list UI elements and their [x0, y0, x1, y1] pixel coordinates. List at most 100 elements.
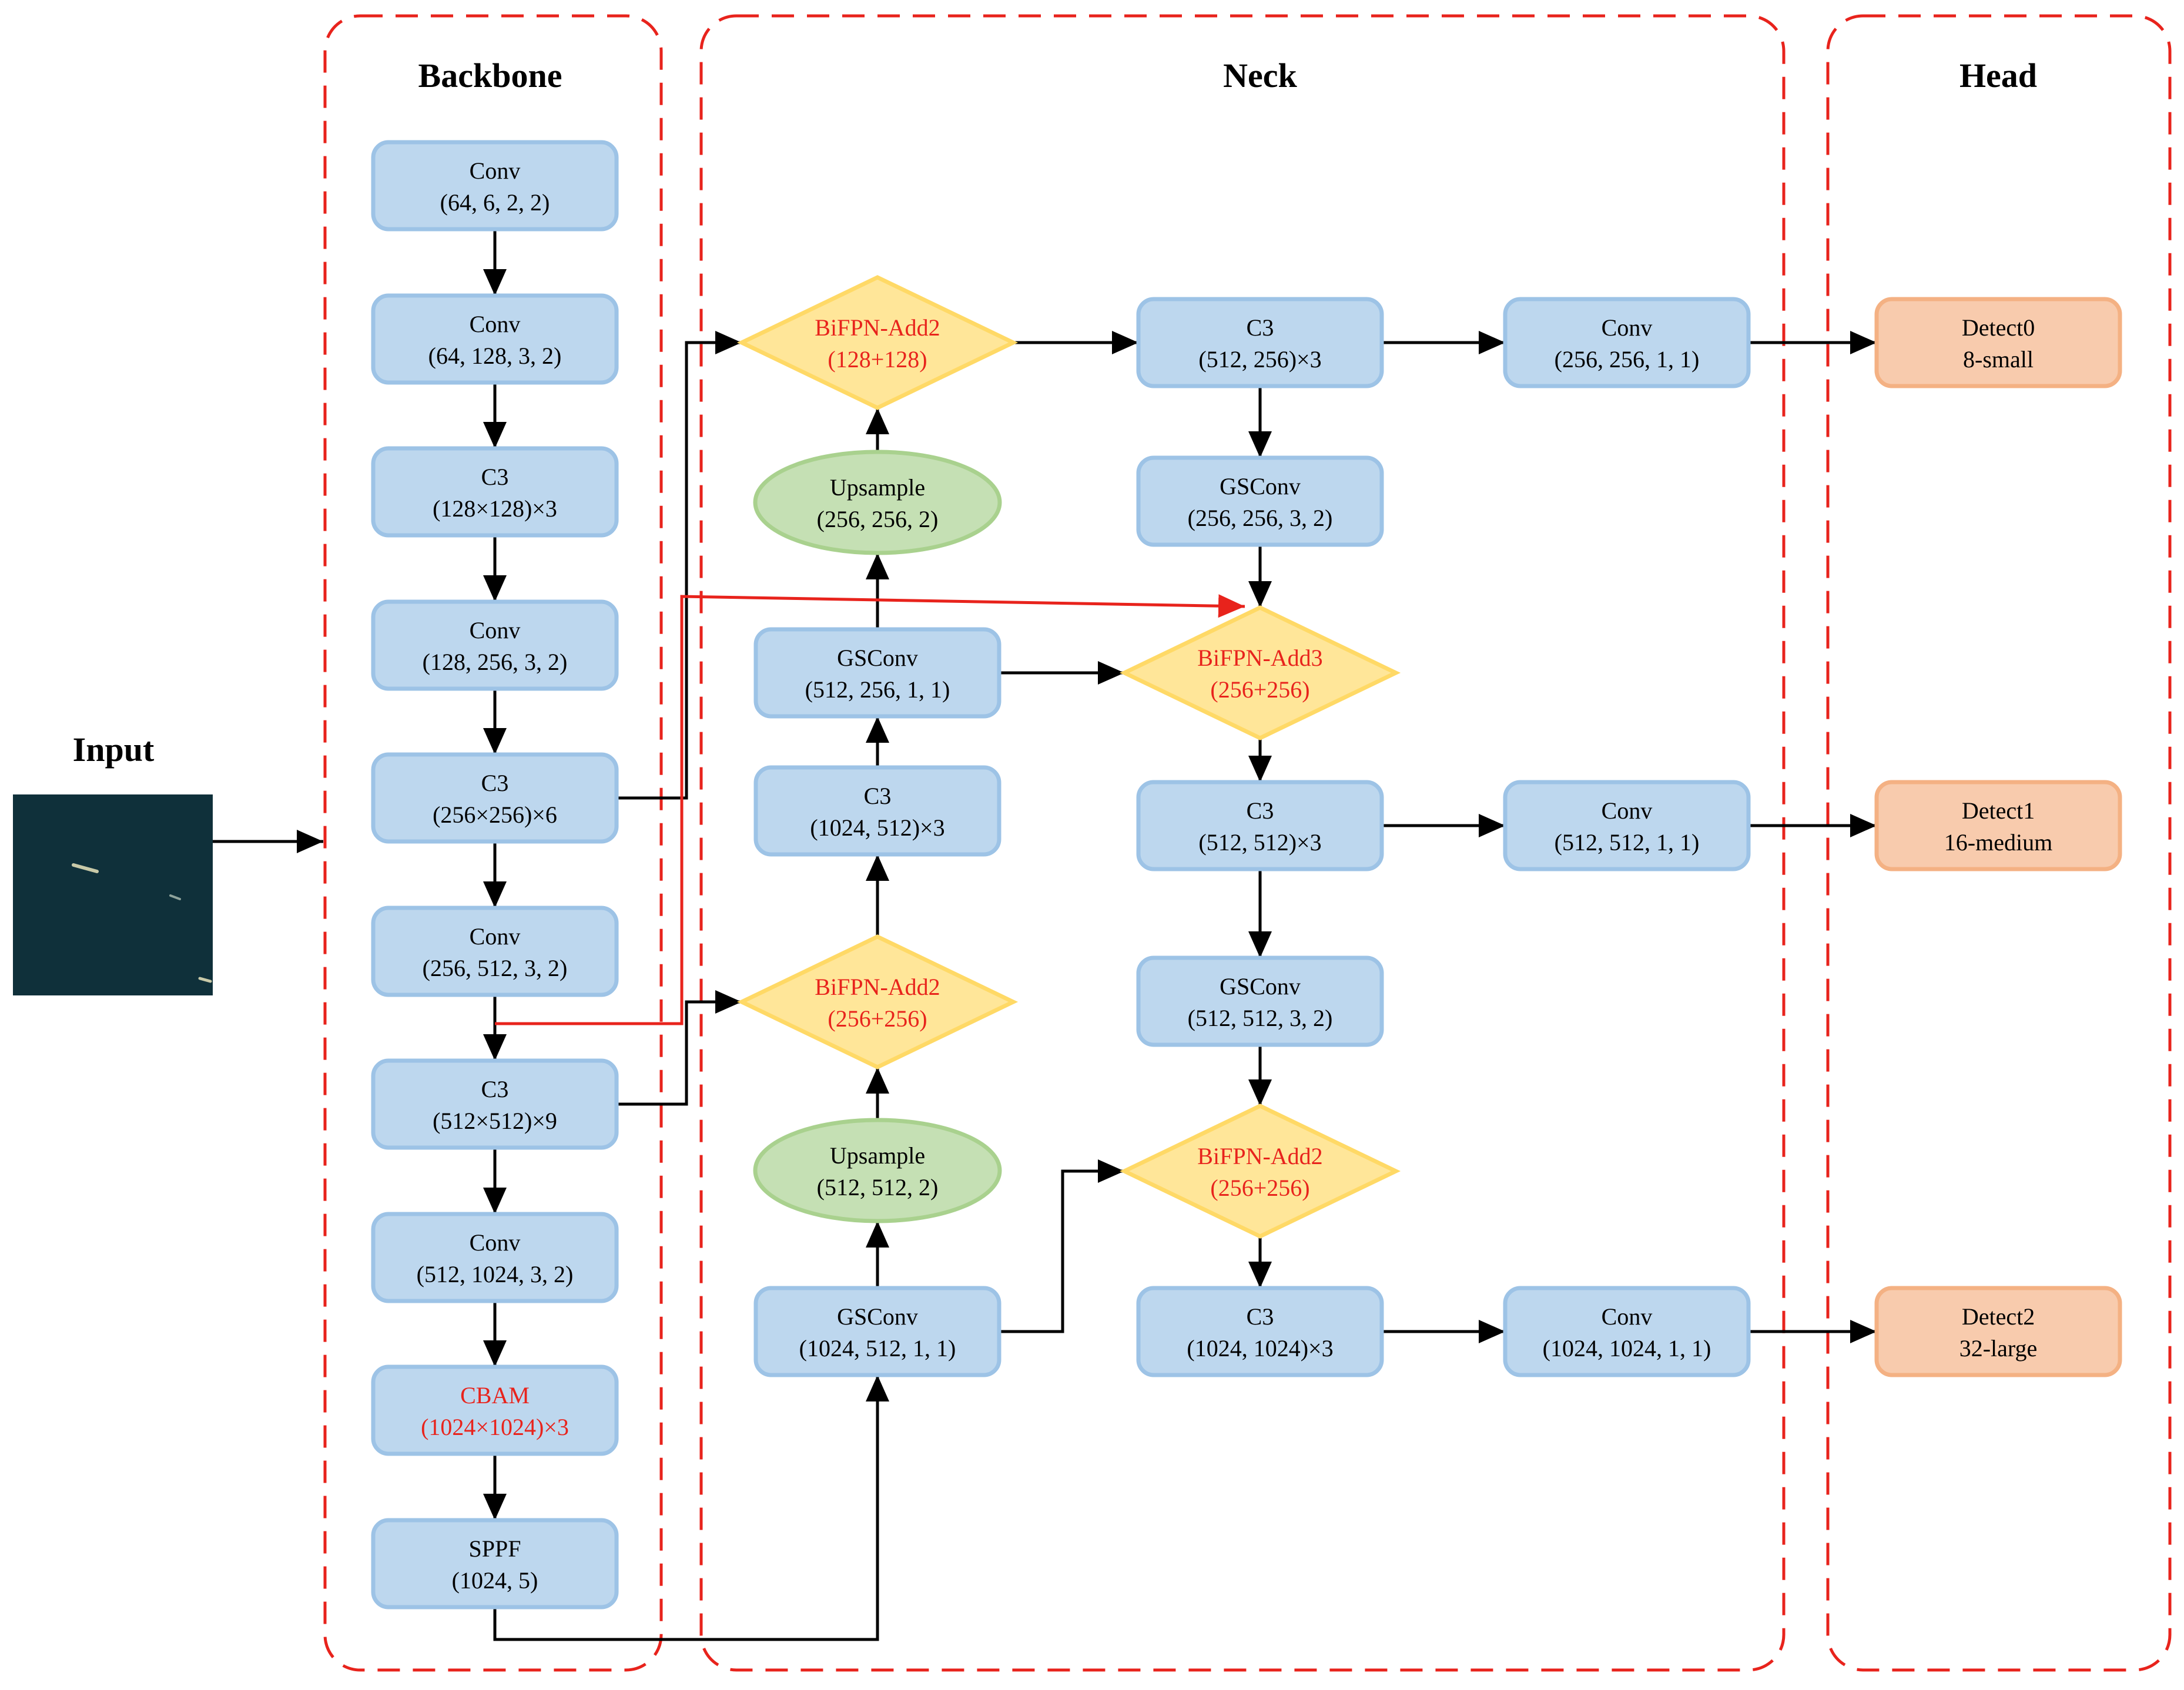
- node-box: [1874, 297, 2122, 388]
- node-h1: Detect1 16-medium: [1874, 780, 2122, 871]
- node-box: [371, 446, 619, 538]
- backbone-frame: [323, 14, 663, 1672]
- edge-c3-256-to-bifpn-top: [617, 331, 742, 800]
- node-params: (512, 512, 1, 1): [1555, 829, 1700, 856]
- node-name: GSConv: [837, 645, 918, 671]
- node-n-up2: Upsample(512, 512, 2): [753, 1118, 1002, 1223]
- node-name: Detect1: [1962, 797, 2035, 824]
- node-box: [1136, 1286, 1384, 1377]
- node-diamond: [1119, 1104, 1401, 1239]
- node-name: GSConv: [1220, 973, 1301, 1000]
- node-name: SPPF: [469, 1535, 521, 1562]
- node-box: [1503, 1286, 1751, 1377]
- input-title: Input: [73, 730, 155, 769]
- input-image: [13, 794, 213, 995]
- node-params: (1024, 1024, 1, 1): [1543, 1335, 1711, 1362]
- node-n-gsconv2: GSConv (1024, 512, 1, 1): [753, 1286, 1001, 1377]
- node-name: C3: [481, 770, 509, 796]
- node-diamond: [736, 275, 1019, 410]
- node-m-bifpn2: BiFPN-Add2(256+256): [1119, 1104, 1401, 1239]
- node-params: (256+256): [1210, 676, 1309, 703]
- node-box: [371, 1212, 619, 1303]
- node-params: (128, 256, 3, 2): [423, 649, 568, 675]
- node-box: [1136, 955, 1384, 1047]
- node-b4: Conv (128, 256, 3, 2): [371, 599, 619, 691]
- node-name: BiFPN-Add3: [1197, 645, 1322, 671]
- node-params: 8-small: [1963, 346, 2034, 373]
- node-m-c3-1: C3 (512, 256)×3: [1136, 297, 1384, 388]
- node-name: Conv: [470, 1229, 521, 1256]
- node-name: Detect0: [1962, 314, 2035, 341]
- node-params: (256, 256, 1, 1): [1555, 346, 1700, 373]
- node-r-conv1: Conv (256, 256, 1, 1): [1503, 297, 1751, 388]
- node-box: [371, 1058, 619, 1150]
- node-params: (1024, 512, 1, 1): [799, 1335, 956, 1362]
- head-frame: [1826, 14, 2172, 1672]
- node-params: 16-medium: [1944, 829, 2052, 856]
- node-b2: Conv(64, 128, 3, 2): [371, 293, 619, 385]
- node-n-bifpn-mid: BiFPN-Add2(256+256): [736, 934, 1019, 1069]
- node-params: (64, 128, 3, 2): [428, 343, 562, 369]
- node-name: C3: [1247, 797, 1274, 824]
- head-title: Head: [1959, 56, 2037, 95]
- node-name: BiFPN-Add2: [815, 974, 940, 1000]
- node-params: (512, 512, 3, 2): [1188, 1005, 1333, 1031]
- node-params: (1024, 512)×3: [810, 814, 944, 841]
- node-ellipse: [753, 1118, 1002, 1223]
- node-box: [1136, 297, 1384, 388]
- node-name: C3: [1247, 314, 1274, 341]
- node-name: GSConv: [1220, 473, 1301, 499]
- node-name: Conv: [470, 923, 521, 950]
- node-box: [1136, 455, 1384, 547]
- node-box: [753, 627, 1001, 719]
- node-b8: Conv(512, 1024, 3, 2): [371, 1212, 619, 1303]
- node-b7: C3 (512×512)×9: [371, 1058, 619, 1150]
- node-box: [371, 752, 619, 844]
- node-m-bifpn3: BiFPN-Add3 (256+256): [1119, 605, 1401, 740]
- node-name: GSConv: [837, 1303, 918, 1330]
- node-box: [1874, 780, 2122, 871]
- node-box: [371, 1364, 619, 1456]
- node-n-up1: Upsample (256, 256, 2): [753, 450, 1002, 555]
- node-name: C3: [864, 783, 892, 809]
- node-params: (128+128): [828, 346, 927, 373]
- node-params: (1024×1024)×3: [421, 1414, 569, 1440]
- node-box: [371, 140, 619, 232]
- node-diamond: [1119, 605, 1401, 740]
- node-params: (256×256)×6: [433, 802, 557, 828]
- node-params: (512, 256)×3: [1198, 346, 1321, 373]
- node-name: C3: [481, 1076, 509, 1102]
- edge-red-skip-to-bifpn3: [495, 594, 1245, 1025]
- node-name: BiFPN-Add2: [815, 314, 940, 341]
- node-name: Conv: [470, 617, 521, 643]
- node-box: [1503, 297, 1751, 388]
- node-n-bifpn-top: BiFPN-Add2 (128+128): [736, 275, 1019, 410]
- node-params: (512×512)×9: [433, 1108, 557, 1134]
- node-b6: Conv (256, 512, 3, 2): [371, 906, 619, 997]
- node-name: CBAM: [460, 1382, 530, 1409]
- node-m-gsconv2: GSConv (512, 512, 3, 2): [1136, 955, 1384, 1047]
- node-name: Conv: [470, 157, 521, 184]
- node-r-conv2: Conv (512, 512, 1, 1): [1503, 780, 1751, 871]
- node-params: (256, 512, 3, 2): [423, 955, 568, 981]
- node-box: [371, 1518, 619, 1609]
- node-b9: CBAM (1024×1024)×3: [371, 1364, 619, 1456]
- node-params: (512, 512)×3: [1198, 829, 1321, 856]
- backbone-title: Backbone: [418, 56, 562, 95]
- node-name: Upsample: [830, 474, 925, 501]
- node-name: Conv: [1602, 314, 1653, 341]
- node-b1: Conv(64, 6, 2, 2): [371, 140, 619, 232]
- node-name: C3: [481, 464, 509, 490]
- node-b5: C3 (256×256)×6: [371, 752, 619, 844]
- neck-title: Neck: [1223, 56, 1297, 95]
- edge-sppf-to-gsconv: [493, 1375, 889, 1641]
- node-ellipse: [753, 450, 1002, 555]
- node-params: (256, 256, 2): [817, 506, 939, 532]
- node-name: Conv: [1602, 797, 1653, 824]
- nodes: Conv(64, 6, 2, 2)Conv(64, 128, 3, 2)C3(1…: [371, 140, 2122, 1609]
- edge-c3-512-to-bifpn-mid: [617, 990, 742, 1106]
- node-box: [371, 906, 619, 997]
- neck-frame: [699, 14, 1786, 1672]
